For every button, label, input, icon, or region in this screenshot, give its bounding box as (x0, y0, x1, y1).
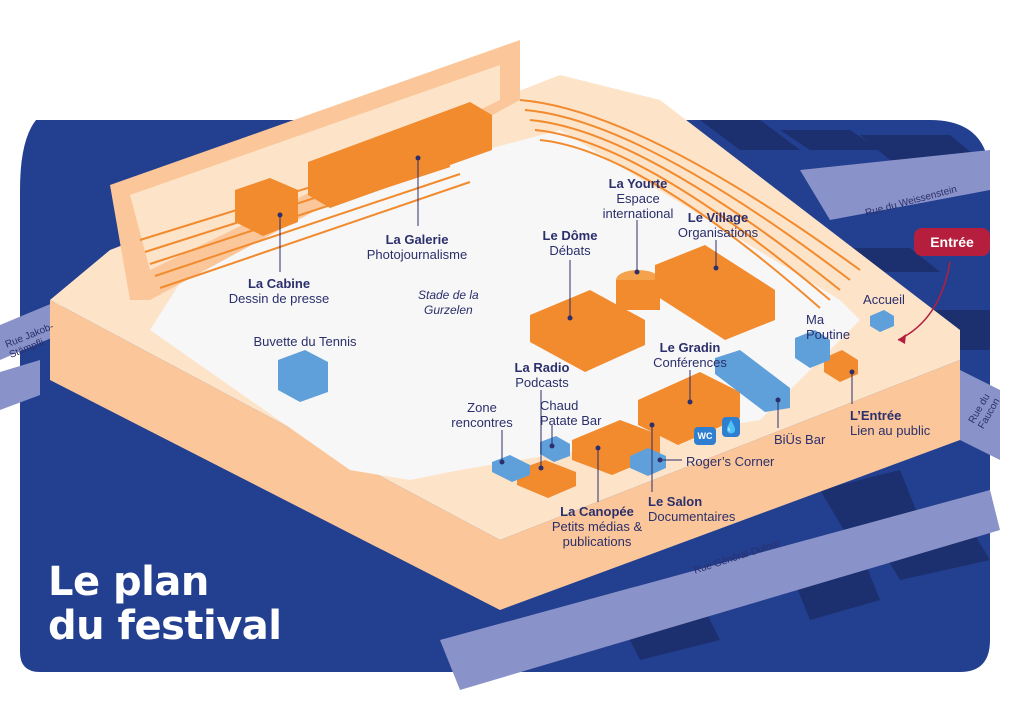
venue-gradin-name: Le Gradin (659, 340, 721, 355)
venue-dome-name: Le Dôme (542, 228, 598, 243)
venue-radio-sub: Podcasts (515, 375, 569, 390)
venue-galerie-sub: Photojournalisme (366, 247, 468, 262)
venue-biusbar[interactable]: BiÜs Bar (774, 432, 834, 447)
entree-block (824, 350, 858, 382)
venue-yourte-sub2: international (602, 206, 674, 221)
venue-entree[interactable]: L’Entrée Lien au public (850, 408, 950, 438)
village-block (655, 245, 775, 340)
venue-cabine-name: La Cabine (247, 276, 311, 291)
venue-entree-name: L’Entrée (850, 408, 902, 423)
venue-village[interactable]: Le Village Organisations (668, 210, 768, 240)
venue-cabine[interactable]: La Cabine Dessin de presse (214, 276, 344, 306)
venue-zone-sub1: Zone (467, 400, 497, 415)
venue-galerie-name: La Galerie (385, 232, 449, 247)
buvette-block (278, 350, 328, 402)
leader-lines (279, 158, 853, 502)
venue-salon-name: Le Salon (648, 494, 703, 509)
venue-zone[interactable]: Zone rencontres (446, 400, 518, 430)
venue-yourte-sub1: Espace (616, 191, 660, 206)
stadium-label: Stade de la Gurzelen (418, 288, 479, 318)
gradin-block (638, 372, 740, 445)
venue-maputine-sub1: Ma (806, 312, 825, 327)
venue-accueil[interactable]: Accueil (854, 292, 914, 307)
stadium-label-line2: Gurzelen (424, 303, 473, 317)
galerie-block (308, 102, 492, 208)
chaud-block (540, 436, 570, 462)
map-title: Le plan du festival (48, 559, 282, 649)
venue-canopee-sub2: publications (562, 534, 632, 549)
venue-dome-sub: Débats (549, 243, 591, 258)
cabine-block (235, 178, 298, 236)
maputine-block (795, 330, 830, 368)
venue-chaud[interactable]: Chaud Patate Bar (540, 398, 618, 428)
venue-radio[interactable]: La Radio Podcasts (500, 360, 584, 390)
venue-canopee-name: La Canopée (560, 504, 634, 519)
map-title-line2: du festival (48, 603, 282, 649)
venue-maputine-sub2: Poutine (806, 327, 851, 342)
blue-blocks (278, 310, 894, 482)
platform-side (50, 300, 960, 610)
venue-biusbar-sub: BiÜs Bar (774, 432, 826, 447)
venue-gradin-sub: Conférences (653, 355, 727, 370)
water-drop-icon[interactable]: 💧 (722, 417, 740, 437)
stadium-label-line1: Stade de la (418, 288, 479, 302)
venue-rogers-sub: Roger’s Corner (686, 454, 775, 469)
radio-block (517, 460, 576, 498)
venue-gradin[interactable]: Le Gradin Conférences (646, 340, 734, 370)
venue-village-name: Le Village (687, 210, 749, 225)
entrance-button[interactable]: Entrée (914, 228, 990, 256)
street-weissenstein (800, 150, 990, 220)
venue-accueil-sub: Accueil (863, 292, 905, 307)
entrance-arrow (897, 261, 951, 341)
wc-icon[interactable]: WC (694, 427, 716, 445)
biusbar-block (715, 350, 790, 412)
venue-buvette-sub: Buvette du Tennis (253, 334, 357, 349)
venue-buvette[interactable]: Buvette du Tennis (240, 334, 370, 349)
venue-chaud-sub2: Patate Bar (540, 413, 602, 428)
venue-dome[interactable]: Le Dôme Débats (528, 228, 612, 258)
street-lower (0, 360, 40, 410)
rogers-block (630, 448, 666, 476)
map-title-line1: Le plan (48, 559, 209, 605)
street-dufour (440, 490, 1000, 690)
venue-chaud-sub1: Chaud (540, 398, 579, 413)
venue-yourte-name: La Yourte (608, 176, 668, 191)
venue-village-sub: Organisations (677, 225, 759, 240)
venue-blocks (235, 102, 858, 498)
stand-east-stripes (139, 99, 861, 309)
venue-salon-sub: Documentaires (648, 509, 736, 524)
venue-entree-sub: Lien au public (850, 423, 931, 438)
street-faucon (960, 370, 1000, 460)
venue-salon[interactable]: Le Salon Documentaires (648, 494, 748, 524)
venue-yourte[interactable]: La Yourte Espace international (590, 176, 686, 221)
venue-canopee[interactable]: La Canopée Petits médias & publications (542, 504, 652, 549)
venue-rogers[interactable]: Roger’s Corner (686, 454, 786, 469)
venue-radio-name: La Radio (514, 360, 570, 375)
venue-zone-sub2: rencontres (451, 415, 513, 430)
dome-block (530, 290, 645, 372)
venue-galerie[interactable]: La Galerie Photojournalisme (352, 232, 482, 262)
accueil-block (870, 310, 894, 332)
venue-maputine[interactable]: Ma Poutine (806, 312, 866, 342)
venue-canopee-sub1: Petits médias & (551, 519, 643, 534)
venue-cabine-sub: Dessin de presse (228, 291, 330, 306)
